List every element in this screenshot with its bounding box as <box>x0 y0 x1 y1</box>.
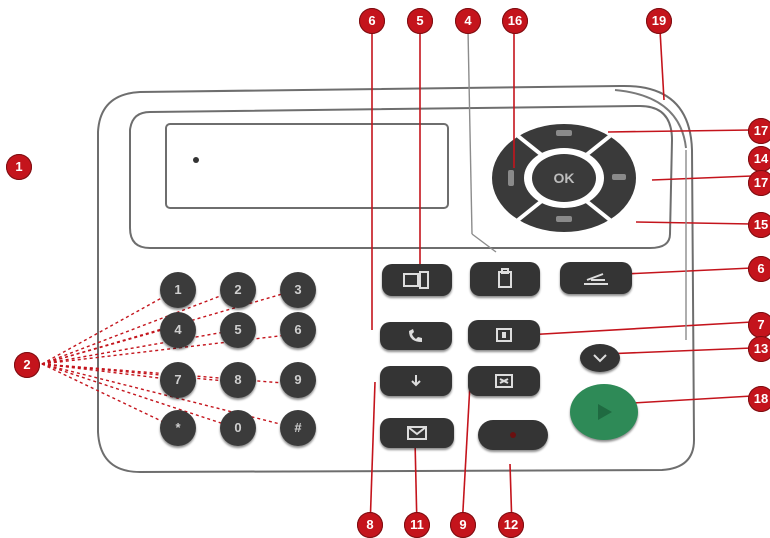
keypad-key-9[interactable]: 9 <box>280 362 316 398</box>
keypad-key-5[interactable]: 5 <box>220 312 256 348</box>
redial-phone-icon <box>406 327 426 345</box>
nav-up-glyph <box>556 130 572 136</box>
callout-8: 8 <box>357 512 383 538</box>
stop-button[interactable] <box>468 366 540 396</box>
start-icon <box>592 400 616 424</box>
callout-2: 2 <box>14 352 40 378</box>
grey-leader-lines <box>467 29 687 340</box>
menu-button[interactable] <box>380 366 452 396</box>
top-right-accent <box>614 89 687 149</box>
panel-body-outline <box>97 84 696 474</box>
callout-6-right: 6 <box>748 256 770 282</box>
id-copy-button[interactable] <box>382 264 452 296</box>
callout-18: 18 <box>748 386 770 412</box>
lcd-screen <box>165 123 449 209</box>
callout-9: 9 <box>450 512 476 538</box>
fax-display-button[interactable] <box>468 320 540 350</box>
callout-4-top: 4 <box>455 8 481 34</box>
ok-button-shape <box>532 154 596 202</box>
speed-dial-button[interactable] <box>380 418 454 448</box>
back-button[interactable] <box>478 420 548 450</box>
menu-icon <box>407 372 425 390</box>
keypad-dotted-leaders <box>41 289 297 429</box>
keypad-key-star[interactable]: * <box>160 410 196 446</box>
display-frame-outline <box>129 104 674 249</box>
nav-down-glyph <box>556 216 572 222</box>
callout-14: 14 <box>748 146 770 172</box>
lcd-indicator-dot <box>193 157 199 163</box>
fax-icon <box>494 326 514 344</box>
keypad-key-7[interactable]: 7 <box>160 362 196 398</box>
keypad-key-1[interactable]: 1 <box>160 272 196 308</box>
callout-13: 13 <box>748 336 770 362</box>
keypad-key-0[interactable]: 0 <box>220 410 256 446</box>
callout-15: 15 <box>748 212 770 238</box>
callout-16-top: 16 <box>502 8 528 34</box>
ok-button[interactable]: OK <box>553 170 575 186</box>
keypad-key-4[interactable]: 4 <box>160 312 196 348</box>
redial-pause-button[interactable] <box>380 322 452 350</box>
nav-cluster <box>492 124 636 232</box>
address-book-icon <box>405 424 429 442</box>
power-button[interactable] <box>580 344 620 372</box>
scan-icon <box>581 269 611 287</box>
callout-19-top: 19 <box>646 8 672 34</box>
back-icon <box>506 428 520 442</box>
callout-1: 1 <box>6 154 32 180</box>
scan-button[interactable] <box>560 262 632 294</box>
callout-7: 7 <box>748 312 770 338</box>
keypad-key-2[interactable]: 2 <box>220 272 256 308</box>
nav-right-glyph <box>612 174 626 180</box>
callout-11: 11 <box>404 512 430 538</box>
id-card-copy-icon <box>402 271 432 289</box>
nav-left-glyph <box>508 170 514 186</box>
power-icon <box>592 351 608 365</box>
keypad-key-6[interactable]: 6 <box>280 312 316 348</box>
start-button[interactable] <box>570 384 638 440</box>
callout-12: 12 <box>498 512 524 538</box>
keypad-key-8[interactable]: 8 <box>220 362 256 398</box>
keypad-key-hash[interactable]: # <box>280 410 316 446</box>
copy-icon <box>496 268 514 290</box>
callout-17-right: 17 <box>748 170 770 196</box>
copy-button[interactable] <box>470 262 540 296</box>
callout-17: 17 <box>748 118 770 144</box>
stop-icon <box>493 372 515 390</box>
callout-6-top: 6 <box>359 8 385 34</box>
callout-5-top: 5 <box>407 8 433 34</box>
keypad-key-3[interactable]: 3 <box>280 272 316 308</box>
